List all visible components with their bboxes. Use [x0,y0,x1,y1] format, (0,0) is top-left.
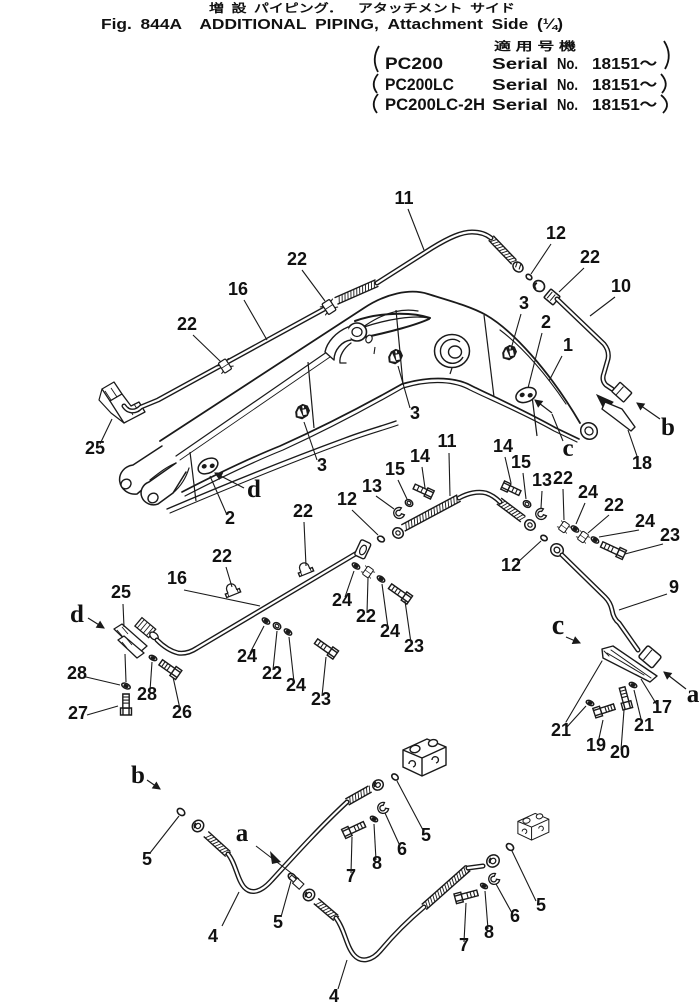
svg-text:18151～: 18151～ [592,56,657,73]
svg-text:Serial: Serial [492,77,548,94]
svg-text:No.: No. [557,56,578,73]
svg-text:24: 24 [332,590,352,610]
svg-text:25: 25 [111,582,131,602]
svg-text:23: 23 [404,636,424,656]
svg-text:18151～: 18151～ [592,77,657,94]
svg-text:24: 24 [237,646,257,666]
svg-text:2: 2 [225,508,235,528]
svg-text:22: 22 [262,663,282,683]
svg-text:d: d [70,601,84,628]
svg-text:21: 21 [634,715,654,735]
svg-text:22: 22 [580,247,600,267]
svg-text:18151～: 18151～ [592,97,657,114]
svg-text:22: 22 [177,314,197,334]
svg-text:22: 22 [553,468,573,488]
svg-text:24: 24 [286,675,306,695]
svg-text:22: 22 [293,501,313,521]
svg-text:24: 24 [578,482,598,502]
svg-text:22: 22 [287,249,307,269]
svg-text:1: 1 [563,335,573,355]
svg-text:24: 24 [380,621,400,641]
svg-text:c: c [552,610,564,641]
svg-text:24: 24 [635,511,655,531]
svg-text:12: 12 [337,489,357,509]
svg-text:PC200: PC200 [385,55,443,73]
svg-text:17: 17 [652,697,672,717]
svg-text:4: 4 [208,926,218,946]
svg-text:22: 22 [356,606,376,626]
svg-text:28: 28 [137,684,157,704]
svg-text:26: 26 [172,702,192,722]
svg-text:15: 15 [511,452,531,472]
svg-text:19: 19 [586,735,606,755]
svg-text:8: 8 [372,853,382,873]
svg-text:b: b [661,414,675,441]
svg-text:23: 23 [311,689,331,709]
svg-text:16: 16 [167,568,187,588]
svg-text:11: 11 [394,188,413,208]
svg-text:2: 2 [541,312,551,332]
svg-text:18: 18 [632,453,652,473]
svg-text:22: 22 [212,546,232,566]
svg-text:増 設 パイピング． アタッチメント サイド: 増 設 パイピング． アタッチメント サイド [209,1,515,15]
svg-text:No.: No. [557,77,578,94]
svg-text:5: 5 [536,895,546,915]
svg-text:3: 3 [317,455,327,475]
svg-text:d: d [247,476,261,503]
svg-text:12: 12 [501,555,521,575]
svg-text:Fig. 844A ADDITIONAL PIPING, A: Fig. 844A ADDITIONAL PIPING, Attachment … [101,16,563,33]
svg-text:14: 14 [410,446,430,466]
svg-text:16: 16 [228,279,248,299]
svg-text:20: 20 [610,742,630,762]
svg-text:8: 8 [484,922,494,942]
svg-text:適 用 号 機: 適 用 号 機 [494,39,577,53]
svg-text:22: 22 [604,495,624,515]
svg-text:c: c [562,435,573,462]
svg-text:Serial: Serial [492,56,548,73]
svg-text:PC200LC: PC200LC [385,76,454,94]
svg-text:a: a [687,681,699,708]
svg-text:a: a [236,820,249,847]
svg-text:11: 11 [437,431,456,451]
svg-text:b: b [131,762,145,789]
svg-text:4: 4 [329,986,339,1003]
svg-text:3: 3 [410,403,420,423]
svg-text:9: 9 [669,577,679,597]
svg-text:13: 13 [362,476,382,496]
svg-text:12: 12 [546,223,566,243]
svg-text:Serial: Serial [492,97,548,114]
svg-text:23: 23 [660,525,680,545]
svg-text:No.: No. [557,97,578,114]
svg-text:10: 10 [611,276,631,296]
svg-text:3: 3 [519,293,529,313]
svg-text:21: 21 [551,720,571,740]
svg-text:27: 27 [68,703,88,723]
svg-text:28: 28 [67,663,87,683]
svg-text:6: 6 [510,906,520,926]
svg-text:13: 13 [532,470,552,490]
svg-text:PC200LC-2H: PC200LC-2H [385,96,485,114]
svg-text:15: 15 [385,459,405,479]
